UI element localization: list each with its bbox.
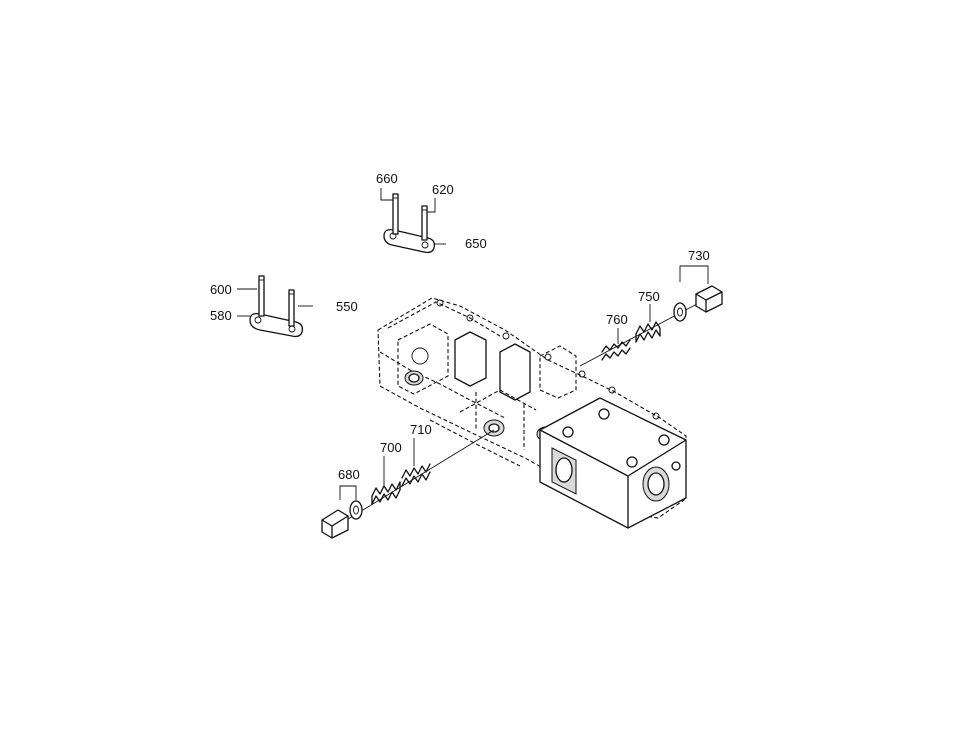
spring-760 [601,339,631,361]
axis-line-right [579,295,713,367]
leader-lines [237,188,709,500]
plug-680 [321,509,349,539]
spring-750 [635,321,661,343]
callout-760: 760 [606,312,628,327]
callout-680: 680 [338,467,360,482]
callout-650: 650 [465,236,487,251]
callout-750: 750 [638,289,660,304]
axis-line-left [339,429,495,525]
plug-730 [695,285,723,313]
pin-620 [421,205,428,241]
callout-660: 660 [376,171,398,186]
callout-550: 550 [336,299,358,314]
housing [377,297,687,529]
pin-600 [258,275,265,317]
callout-700: 700 [380,440,402,455]
callout-labels: 660 620 650 600 580 550 730 750 760 710 … [210,171,710,482]
spring-710 [401,463,431,487]
callout-710: 710 [410,422,432,437]
callout-620: 620 [432,182,454,197]
callout-580: 580 [210,308,232,323]
spring-700 [371,481,401,505]
washer-690 [349,500,363,520]
callout-730: 730 [688,248,710,263]
callout-600: 600 [210,282,232,297]
washer-740 [673,302,687,322]
pin-550 [288,289,295,327]
pin-660 [392,193,399,235]
